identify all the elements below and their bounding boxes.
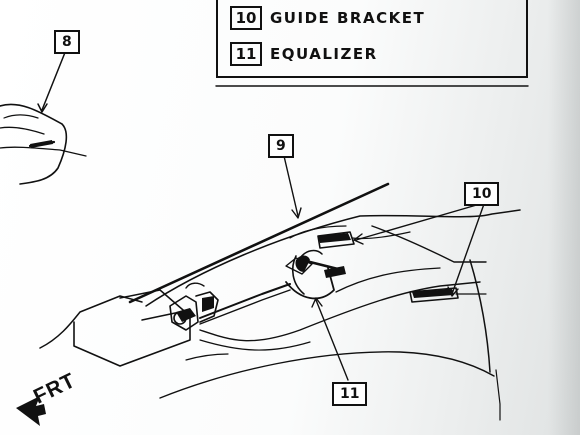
callout-8: 8 (54, 30, 80, 54)
parts-legend: 10 GUIDE BRACKET 11 EQUALIZER (216, 0, 528, 78)
legend-label: EQUALIZER (270, 45, 378, 63)
callout-9: 9 (268, 134, 294, 158)
legend-number: 10 (230, 6, 262, 30)
legend-label: GUIDE BRACKET (270, 9, 426, 27)
legend-item-equalizer: 11 EQUALIZER (230, 42, 378, 66)
legend-number: 11 (230, 42, 262, 66)
legend-item-guide-bracket: 10 GUIDE BRACKET (230, 6, 425, 30)
callout-10: 10 (464, 182, 500, 206)
page-edge-shadow (548, 0, 580, 435)
callout-11: 11 (332, 382, 368, 406)
